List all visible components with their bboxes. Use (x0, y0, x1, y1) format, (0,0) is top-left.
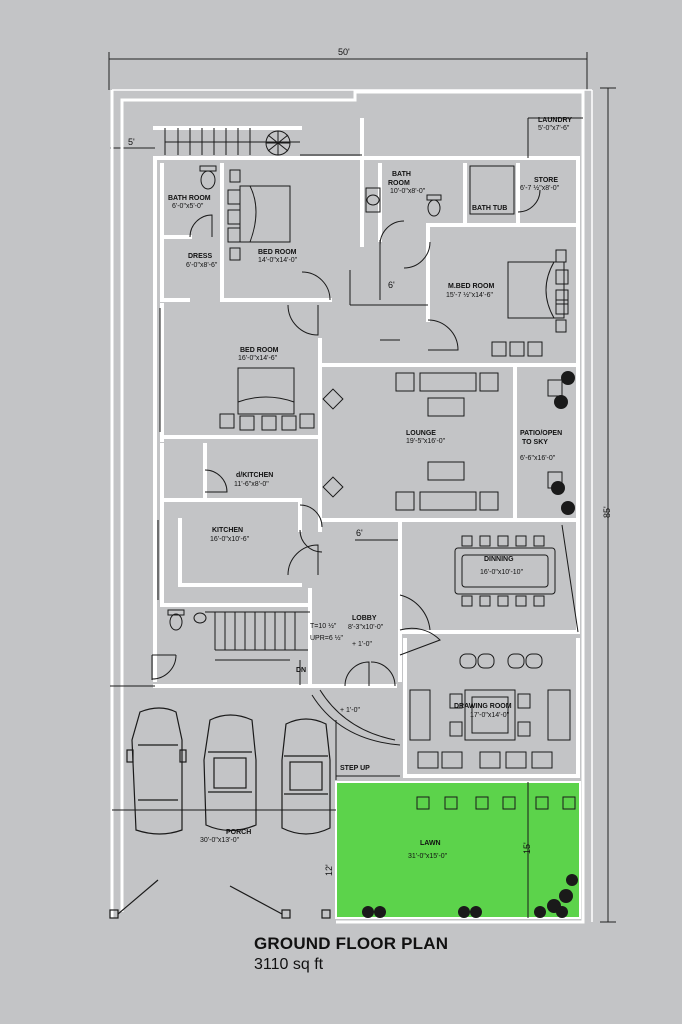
room-patio-size: 6'-6"x16'-0" (520, 455, 556, 462)
gate (109, 879, 331, 919)
room-porch-name: PORCH (226, 829, 251, 836)
room-kitchen-name: KITCHEN (212, 527, 243, 534)
plot-boundary (110, 89, 593, 924)
room-porch-size: 30'-0"x13'-0" (200, 837, 240, 844)
dim-lawn-left: 12' (324, 864, 334, 876)
dim-door-a: 6' (388, 280, 395, 290)
room-lounge-size: 19'-5"x16'-0" (406, 438, 446, 445)
room-laundry-name: LAUNDRY (538, 117, 572, 124)
room-bath-left-name: BATH ROOM (168, 195, 211, 202)
furniture (219, 169, 571, 769)
dim-door-b: 6' (356, 528, 363, 538)
dimension-lines (108, 52, 616, 923)
walls (153, 118, 580, 778)
room-dkitchen-size: 11'-6"x8'-0" (234, 481, 269, 488)
room-lobby-size: 8'-3"x10'-0" (348, 624, 384, 631)
room-drawing-name: DRAWING ROOM (454, 703, 512, 710)
lawn-planters (416, 796, 576, 810)
room-bed-mid-name: BED ROOM (240, 347, 279, 354)
room-bath-mid-size: 10'-0"x8'-0" (390, 188, 426, 195)
room-bed-mid-size: 16'-0"x14'-6" (238, 355, 278, 362)
room-lawn-name: LAWN (420, 840, 441, 847)
room-kitchen-size: 16'-0"x10'-6" (210, 536, 250, 543)
room-dining-size: 16'-0"x10'-10" (480, 569, 524, 576)
room-patio-name2: TO SKY (522, 439, 548, 446)
room-dining-name: DINNING (484, 556, 514, 563)
room-store-size: 6'-7 ½"x8'-0" (520, 184, 560, 192)
dim-width: 50' (338, 47, 350, 57)
room-mbed-size: 15'-7 ½"x14'-6" (446, 291, 493, 299)
room-bath-tub-name: BATH TUB (472, 205, 507, 212)
room-bath-left-size: 6'-0"x5'-0" (172, 203, 204, 210)
stair-riser: UPR=6 ½" (310, 634, 344, 642)
room-lobby-name: LOBBY (352, 615, 377, 622)
plants (362, 371, 578, 918)
dim-setback: 5' (128, 137, 135, 147)
step-up-label: STEP UP (340, 765, 370, 772)
cars (126, 707, 331, 835)
dim-height: 85' (602, 506, 612, 518)
room-dress-name: DRESS (188, 253, 212, 260)
room-lounge-name: LOUNGE (406, 430, 436, 437)
room-laundry-size: 5'-0"x7'-6" (538, 125, 570, 132)
stair-down: DN (296, 667, 306, 674)
dim-lawn-right: 15' (522, 842, 532, 854)
door-swings (151, 189, 541, 746)
plan-title: GROUND FLOOR PLAN (254, 934, 449, 953)
lawn-area (335, 781, 581, 919)
room-dress-size: 6'-0"x8'-6" (186, 262, 218, 269)
room-bath-mid-name: BATH (392, 171, 411, 178)
room-bed-top-size: 14'-0"x14'-0" (258, 257, 298, 264)
step-level: + 1'-0" (340, 707, 360, 714)
room-bath-mid-name2: ROOM (388, 180, 410, 187)
room-patio-name: PATIO/OPEN (520, 430, 562, 437)
plan-area: 3110 sq ft (254, 956, 324, 973)
room-dkitchen-name: d/KITCHEN (236, 472, 273, 479)
room-lawn-size: 31'-0"x15'-0" (408, 853, 448, 860)
thin-lines (110, 117, 583, 811)
room-bed-top-name: BED ROOM (258, 249, 297, 256)
room-mbed-name: M.BED ROOM (448, 283, 494, 290)
room-drawing-size: 17'-0"x14'-0" (470, 712, 510, 719)
stair-tread: T=10 ½" (310, 622, 337, 630)
room-lobby-level: + 1'-0" (352, 641, 372, 648)
bath-fixtures (167, 165, 515, 631)
room-store-name: STORE (534, 177, 558, 184)
